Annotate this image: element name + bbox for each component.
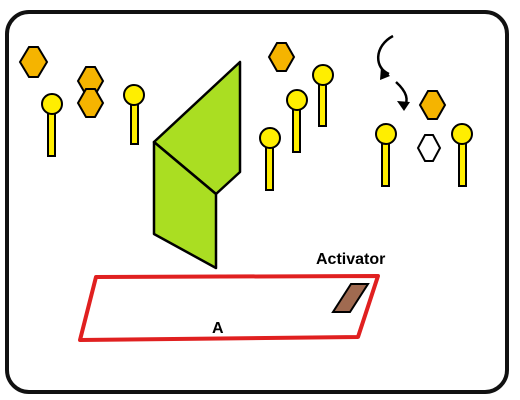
ball-pin-icon	[312, 64, 334, 127]
platform-outline	[78, 274, 380, 342]
hexagon-icon	[18, 46, 49, 78]
ball-pin-icon	[375, 123, 397, 187]
ball-pin-icon	[451, 123, 473, 187]
empty-hexagon-icon	[416, 134, 442, 162]
ball-pin-icon	[41, 93, 63, 157]
curved-arrow-icon	[377, 34, 410, 111]
ball-pin-icon	[123, 84, 145, 145]
hexagon-icon	[418, 90, 447, 120]
ball-pin-icon	[286, 89, 308, 153]
activator-label: Activator	[316, 251, 385, 268]
ball-pin-icon	[259, 127, 281, 191]
green-wing-shape	[152, 60, 242, 270]
platform-label: A	[212, 320, 224, 337]
hexagon-icon	[76, 88, 105, 118]
hexagon-icon	[267, 42, 296, 72]
activator-block	[331, 283, 370, 313]
